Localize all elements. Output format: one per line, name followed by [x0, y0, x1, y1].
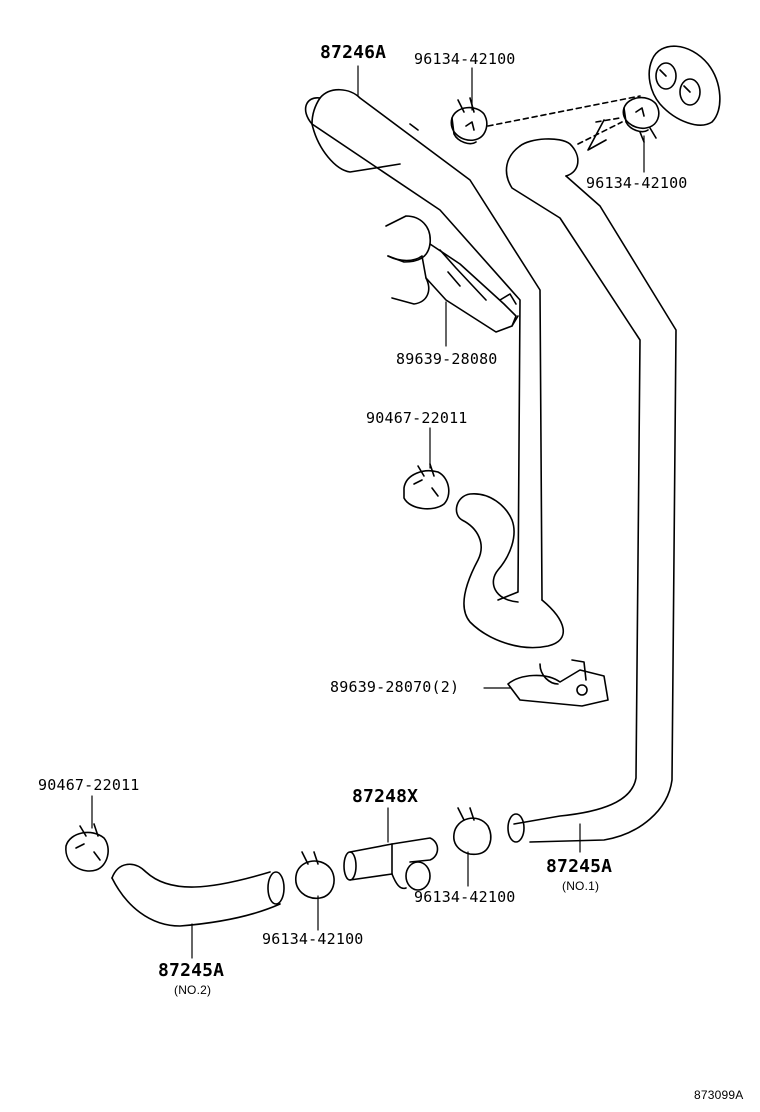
label-bracket-lower-part: 89639-28070: [330, 678, 432, 696]
clamp-left: [65, 823, 109, 872]
hose-87245a-no1: [505, 117, 677, 843]
label-87245a-no2-note: (NO.2): [174, 983, 212, 997]
grommet: [648, 45, 721, 126]
label-bracket-lower-qty: (2): [431, 678, 460, 696]
label-clamp-left: 90467-22011: [38, 776, 140, 794]
label-87245a-no2: 87245A: [158, 960, 225, 981]
label-87248x: 87248X: [352, 786, 419, 807]
hose-87246a: [304, 88, 565, 649]
clamp-joint-right: [453, 807, 492, 856]
joint-87248x: [343, 837, 439, 891]
hose-87245a-no2: [111, 863, 285, 927]
label-87246a: 87246A: [320, 42, 387, 63]
label-87245a-no1-note: (NO.1): [562, 879, 600, 893]
clamp-top-right: [577, 96, 660, 145]
label-clamp-bottom: 96134-42100: [262, 930, 364, 948]
bracket-89639-28070: [507, 659, 609, 707]
label-clamp-joint-right: 96134-42100: [414, 888, 516, 906]
bracket-89639-28080: [385, 215, 519, 333]
label-clamp-mid: 90467-22011: [366, 409, 468, 427]
label-clamp-top-left: 96134-42100: [414, 50, 516, 68]
label-clamp-top-right: 96134-42100: [586, 174, 688, 192]
clamp-mid: [403, 463, 450, 510]
label-bracket-upper: 89639-28080: [396, 350, 498, 368]
clamp-top-left: [450, 95, 641, 145]
label-87245a-no1: 87245A: [546, 856, 613, 877]
clamp-bottom: [295, 851, 335, 900]
label-bracket-lower: 89639-28070(2): [330, 678, 459, 696]
diagram-ref: 873099A: [694, 1088, 744, 1102]
leader-lines: [91, 65, 645, 959]
